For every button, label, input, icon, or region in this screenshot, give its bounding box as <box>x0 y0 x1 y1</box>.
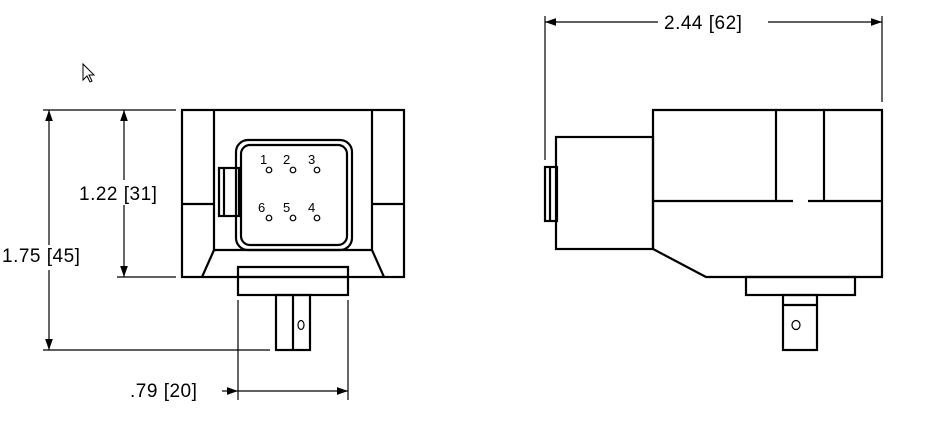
pin-label-2: 2 <box>283 152 290 167</box>
pin-hole-4 <box>313 214 321 222</box>
side-tab <box>781 293 819 352</box>
pin-hole-6 <box>265 214 273 222</box>
pin-label-6: 6 <box>258 200 265 215</box>
connector-receptacle <box>234 138 354 252</box>
pin-hole-5 <box>289 214 297 222</box>
front-dimensions: 1.75 [45] 1.22 [31] .79 [20] <box>2 109 349 402</box>
pin-label-1: 1 <box>260 152 267 167</box>
side-dimensions: 2.44 [62] <box>544 13 883 160</box>
front-housing-outline <box>180 108 406 279</box>
overall-length-dimension: 2.44 [62] <box>664 13 742 34</box>
overall-height-dimension: 1.75 [45] <box>2 246 80 267</box>
tab-width-dimension: .79 [20] <box>130 381 197 402</box>
pointer-arrow-icon <box>82 62 96 83</box>
side-tab-hole <box>791 319 801 331</box>
pin-hole-1 <box>265 166 273 174</box>
front-view: 1 2 3 6 5 4 <box>180 108 406 352</box>
pin-hole-2 <box>289 166 297 174</box>
front-bottom-block <box>236 275 350 297</box>
side-bottom-block <box>744 275 857 297</box>
pin-label-3: 3 <box>308 152 315 167</box>
side-receptacle <box>554 135 655 251</box>
body-height-dimension: 1.22 [31] <box>79 184 157 205</box>
side-housing-outline <box>651 108 884 279</box>
pin-label-4: 4 <box>308 200 315 215</box>
side-view <box>543 108 884 352</box>
front-tab-hole <box>297 319 305 331</box>
front-latch <box>217 166 241 218</box>
pin-label-5: 5 <box>283 200 290 215</box>
pin-hole-3 <box>313 166 321 174</box>
